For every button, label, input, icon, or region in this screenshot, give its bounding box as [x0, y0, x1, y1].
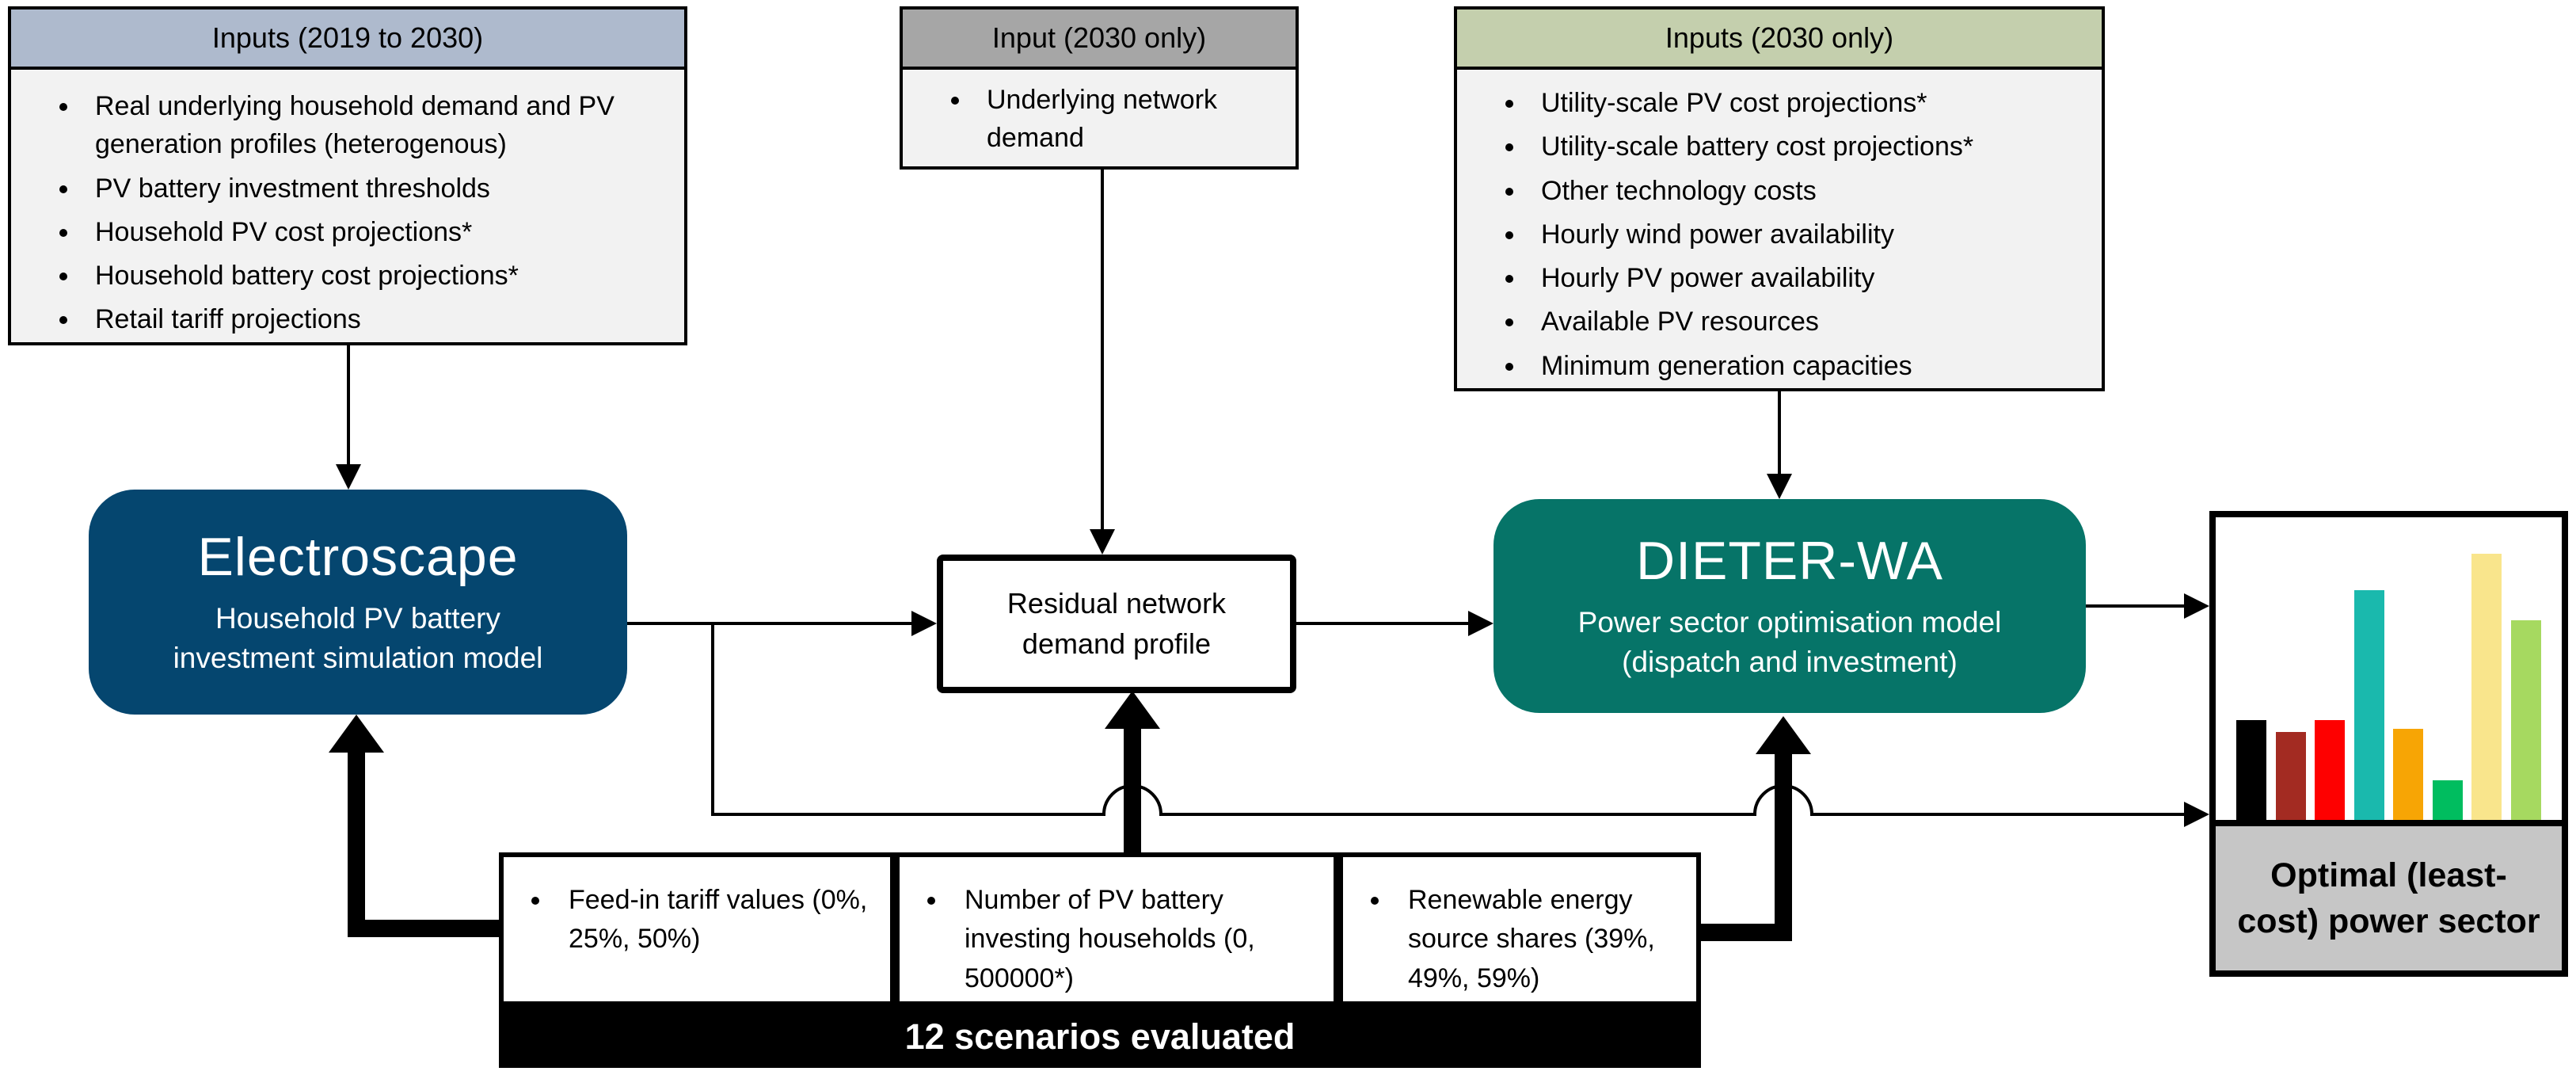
bullet-item: Feed-in tariff values (0%, 25%, 50%): [553, 881, 890, 959]
dieter-wa-model-box: DIETER-WA Power sector optimisation mode…: [1493, 499, 2086, 713]
bullet-item: Available PV resources: [1527, 303, 2102, 341]
bullet-item: PV battery investment thresholds: [81, 170, 684, 208]
inputs-2019-2030-box: Inputs (2019 to 2030) Real underlying ho…: [8, 6, 687, 345]
scenario-res-shares-list: Renewable energy source shares (39%, 49%…: [1343, 881, 1696, 998]
bullet-item: Other technology costs: [1527, 172, 2102, 210]
arrow-inputs-right-to-dieter: [1767, 391, 1792, 499]
inputs-2019-2030-body: Real underlying household demand and PV …: [11, 70, 684, 345]
optimal-power-sector-label: Optimal (least-cost) power sector: [2216, 820, 2562, 970]
electroscape-subtitle: Household PV battery investment simulati…: [173, 602, 543, 674]
chart-bar-6: [2432, 780, 2463, 820]
bullet-item: Hourly wind power availability: [1527, 215, 2102, 254]
electroscape-title: Electroscape: [197, 527, 519, 588]
bullet-item: Household PV cost projections*: [81, 213, 684, 251]
residual-network-demand-box: Residual network demand profile: [937, 555, 1296, 693]
bullet-item: Underlying network demand: [972, 81, 1296, 158]
scenario-pv-households-list: Number of PV battery investing household…: [900, 881, 1334, 998]
inputs-2030-only-header: Inputs (2030 only): [1457, 10, 2102, 70]
chart-bar-7: [2471, 553, 2502, 820]
bullet-item: Utility-scale battery cost projections*: [1527, 128, 2102, 166]
optimal-power-sector-box: Optimal (least-cost) power sector: [2209, 511, 2568, 977]
input-2030-only-header: Input (2030 only): [903, 10, 1296, 70]
chart-bar-1: [2236, 719, 2266, 820]
chart-bar-4: [2353, 589, 2384, 820]
arrow-input-mid-to-residual: [1090, 170, 1115, 555]
scenario-pv-households-box: Number of PV battery investing household…: [895, 852, 1338, 1006]
residual-network-demand-label: Residual network demand profile: [1006, 587, 1227, 660]
inputs-2030-only-body: Utility-scale PV cost projections* Utilit…: [1457, 70, 2102, 391]
arrow-electroscape-to-output: [711, 623, 2209, 827]
input-2030-only-body: Underlying network demand: [903, 70, 1296, 166]
scenario-res-shares-box: Renewable energy source shares (39%, 49%…: [1338, 852, 1701, 1006]
electroscape-model-box: Electroscape Household PV battery invest…: [89, 490, 627, 715]
arrow-electroscape-to-residual: [626, 611, 937, 636]
chart-bar-8: [2510, 619, 2541, 820]
bullet-item: Utility-scale PV cost projections*: [1527, 84, 2102, 122]
input-2030-only-box: Input (2030 only) Underlying network dem…: [900, 6, 1299, 170]
scenarios-evaluated-bar: 12 scenarios evaluated: [499, 1006, 1701, 1068]
bullet-item: Household battery cost projections*: [81, 257, 684, 295]
thick-arrow-scenarios-to-dieter: [1701, 716, 1811, 941]
thick-arrow-scenarios-to-residual: [1105, 691, 1160, 857]
arrow-dieter-to-output: [2086, 593, 2209, 619]
arrow-residual-to-dieter: [1296, 611, 1493, 636]
bullet-item: Real underlying household demand and PV …: [81, 87, 684, 164]
dieter-wa-subtitle: Power sector optimisation model (dispatc…: [1577, 606, 2002, 678]
inputs-2019-2030-list: Real underlying household demand and PV …: [11, 87, 684, 339]
optimal-power-sector-text: Optimal (least-cost) power sector: [2237, 856, 2540, 940]
scenario-feed-in-tariff-list: Feed-in tariff values (0%, 25%, 50%): [504, 881, 890, 959]
bullet-item: Number of PV battery investing household…: [949, 881, 1334, 998]
bullet-item: Minimum generation capacities: [1527, 347, 2102, 385]
chart-bar-3: [2315, 719, 2346, 820]
thick-arrow-scenarios-to-electroscape: [329, 715, 504, 937]
arrow-inputs-left-to-electroscape: [336, 345, 361, 490]
bar-chart: [2216, 517, 2562, 820]
bullet-item: Retail tariff projections: [81, 300, 684, 338]
input-2030-only-list: Underlying network demand: [903, 81, 1296, 158]
chart-bar-2: [2275, 732, 2306, 820]
dieter-wa-title: DIETER-WA: [1635, 531, 1943, 592]
bullet-item: Hourly PV power availability: [1527, 259, 2102, 297]
inputs-2019-2030-header: Inputs (2019 to 2030): [11, 10, 684, 70]
scenario-feed-in-tariff-box: Feed-in tariff values (0%, 25%, 50%): [499, 852, 895, 1006]
inputs-2030-only-list: Utility-scale PV cost projections* Utilit…: [1457, 84, 2102, 385]
chart-bar-5: [2393, 729, 2424, 820]
inputs-2030-only-box: Inputs (2030 only) Utility-scale PV cost…: [1454, 6, 2105, 391]
bullet-item: Renewable energy source shares (39%, 49%…: [1392, 881, 1696, 998]
